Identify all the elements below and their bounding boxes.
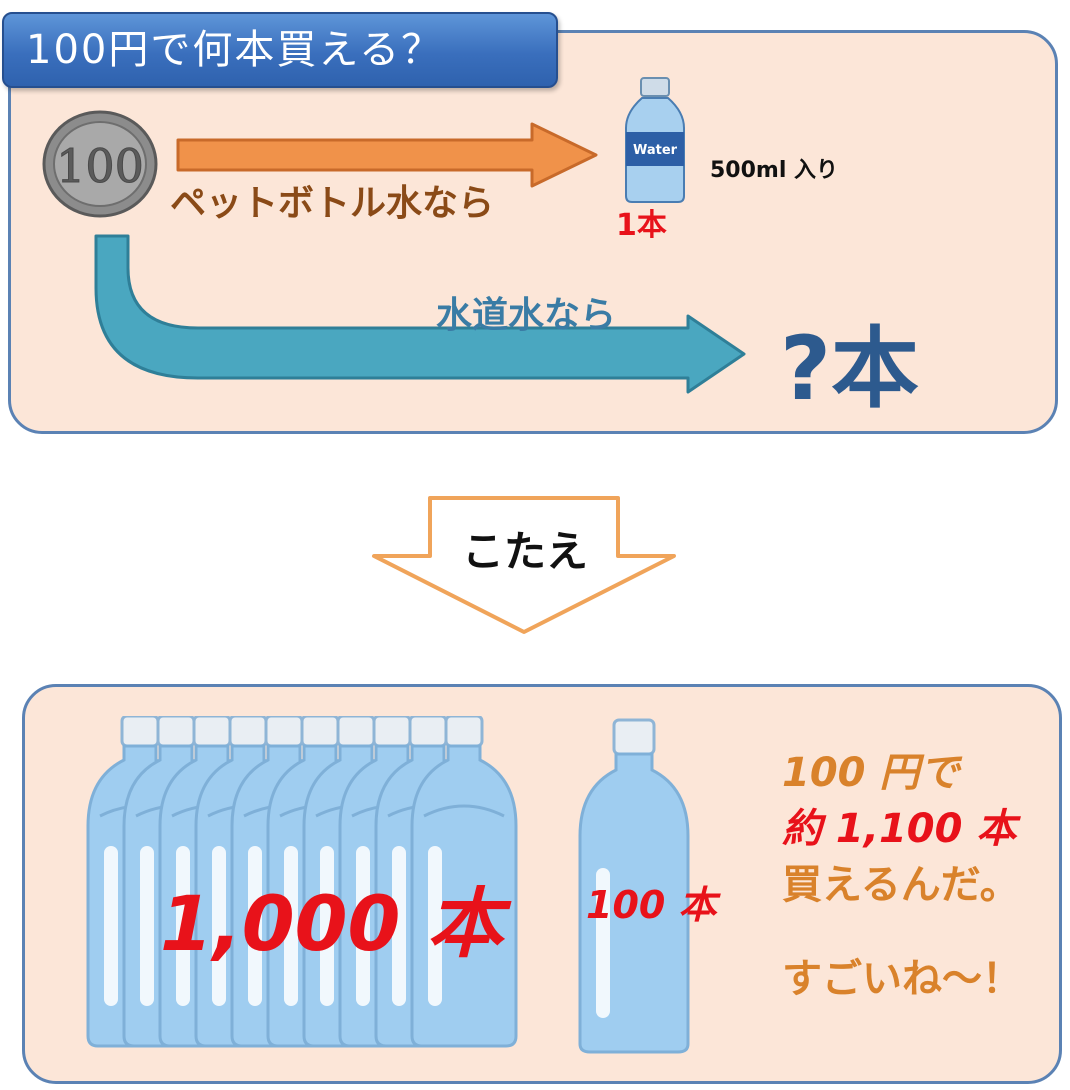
orange-arrow: [176, 122, 598, 188]
result-line-2: 約 1,100 本: [782, 806, 1017, 852]
result-line-4: すごいね～！: [782, 956, 1022, 1002]
bottle-size-note: 500ml 入り: [710, 158, 839, 183]
result-line-3: 買えるんだ。: [782, 862, 1020, 908]
page-title: 100円で何本買える？: [2, 12, 558, 88]
single-bottle-icon: [578, 718, 690, 1054]
bottle-route-result: 1本: [616, 208, 667, 243]
down-arrow: [372, 496, 676, 634]
bottle-label: Water: [633, 143, 678, 158]
coin-icon: 100: [42, 110, 158, 218]
small-count: 100 本: [586, 883, 717, 927]
big-count: 1,000 本: [160, 879, 503, 968]
tap-route-result: ?本: [780, 317, 920, 420]
water-bottle-icon: Water: [625, 77, 685, 203]
answer-label: こたえ: [461, 527, 588, 576]
result-line-1: 100 円で: [782, 750, 960, 796]
coin-label: 100: [56, 139, 144, 193]
tap-route-label: 水道水なら: [436, 295, 617, 336]
teal-arrow: [94, 234, 746, 394]
bottle-route-label: ペットボトル水なら: [170, 183, 495, 224]
